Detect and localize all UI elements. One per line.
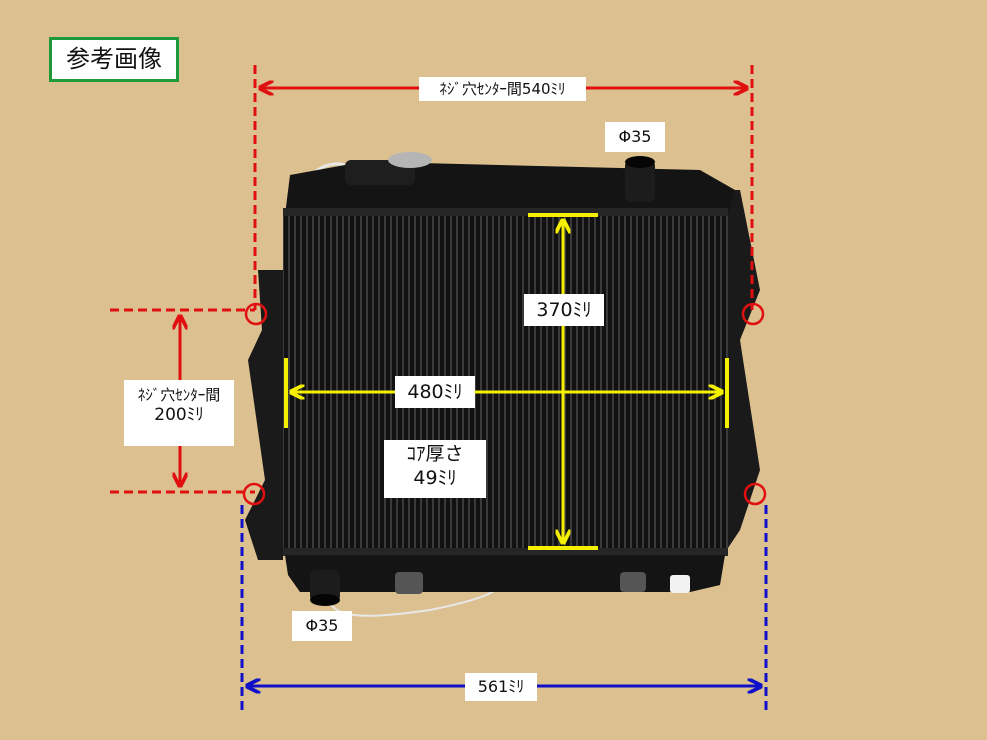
top-hole-span-label: ﾈｼﾞ穴ｾﾝﾀｰ間540ﾐﾘ (419, 77, 586, 101)
core-height-label: 370ﾐﾘ (524, 294, 604, 326)
side-hole-span-line1: ﾈｼﾞ穴ｾﾝﾀｰ間 (137, 386, 221, 404)
bottom-outlet-diameter-label: Φ35 (292, 611, 352, 641)
core-width-label: 480ﾐﾘ (395, 376, 475, 408)
side-hole-span-line2: 200ﾐﾘ (154, 404, 204, 425)
overall-width-label: 561ﾐﾘ (465, 673, 537, 701)
core-thickness-line1: ｺｱ厚さ (406, 443, 464, 465)
yellow-dimensions (284, 213, 729, 550)
radiator-photo (245, 152, 760, 617)
reference-image-badge: 参考画像 (49, 37, 179, 82)
side-hole-span-label: ﾈｼﾞ穴ｾﾝﾀｰ間 200ﾐﾘ (124, 380, 234, 446)
top-outlet-diameter-label: Φ35 (605, 122, 665, 152)
core-thickness-label: ｺｱ厚さ 49ﾐﾘ (384, 440, 486, 498)
core-thickness-line2: 49ﾐﾘ (413, 466, 457, 489)
